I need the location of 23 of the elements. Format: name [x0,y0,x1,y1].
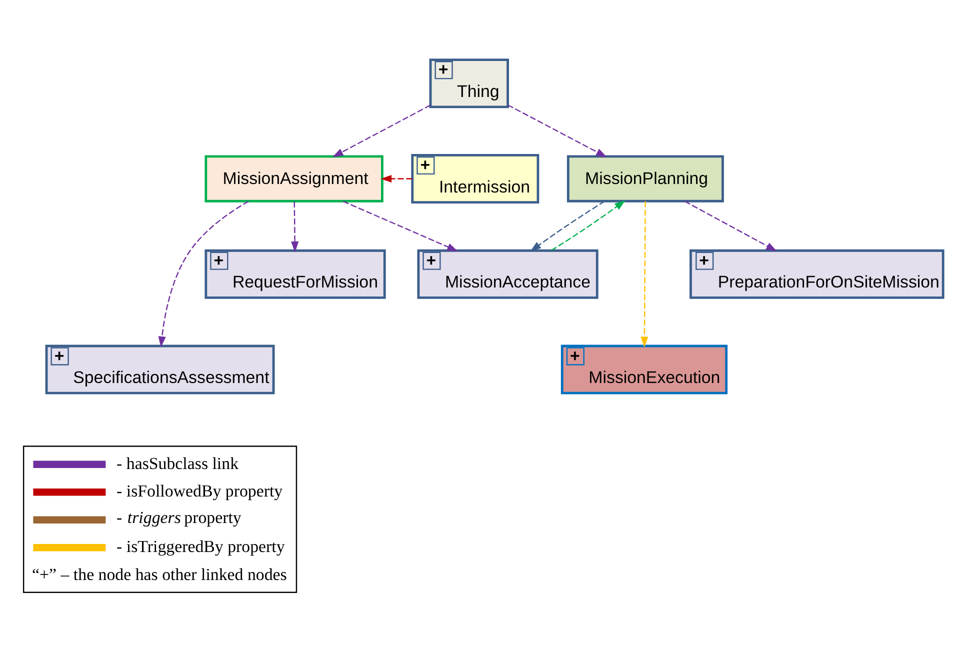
arrow [380,174,412,182]
arrow [290,201,298,252]
arrow [530,200,604,251]
node-box: + PreparationForOnSiteMission [689,248,944,298]
label: “+” – the node has other linked nodes [32,564,286,584]
arrow [684,200,776,251]
legend-label: - isTriggeredBy property [116,536,284,556]
arrow [158,200,248,347]
node-box: MissionAssignment [204,154,383,202]
arrow [332,104,430,157]
arrow [507,104,606,157]
legend-label: - triggers property [116,508,241,527]
arrow [342,200,458,251]
node-box: + RequestForMission [204,248,386,298]
node-box: MissionPlanning [566,154,724,202]
node-box: + MissionExecution [560,344,728,394]
node-box: + SpecificationsAssessment [44,344,274,394]
node-box: + Thing [428,58,508,108]
arrow [550,200,625,250]
node-box: + MissionAcceptance [416,248,598,298]
legend-label: - isFollowedBy property [116,481,282,500]
legend-label: - hasSubclass link [116,453,238,472]
arrow [640,200,648,348]
